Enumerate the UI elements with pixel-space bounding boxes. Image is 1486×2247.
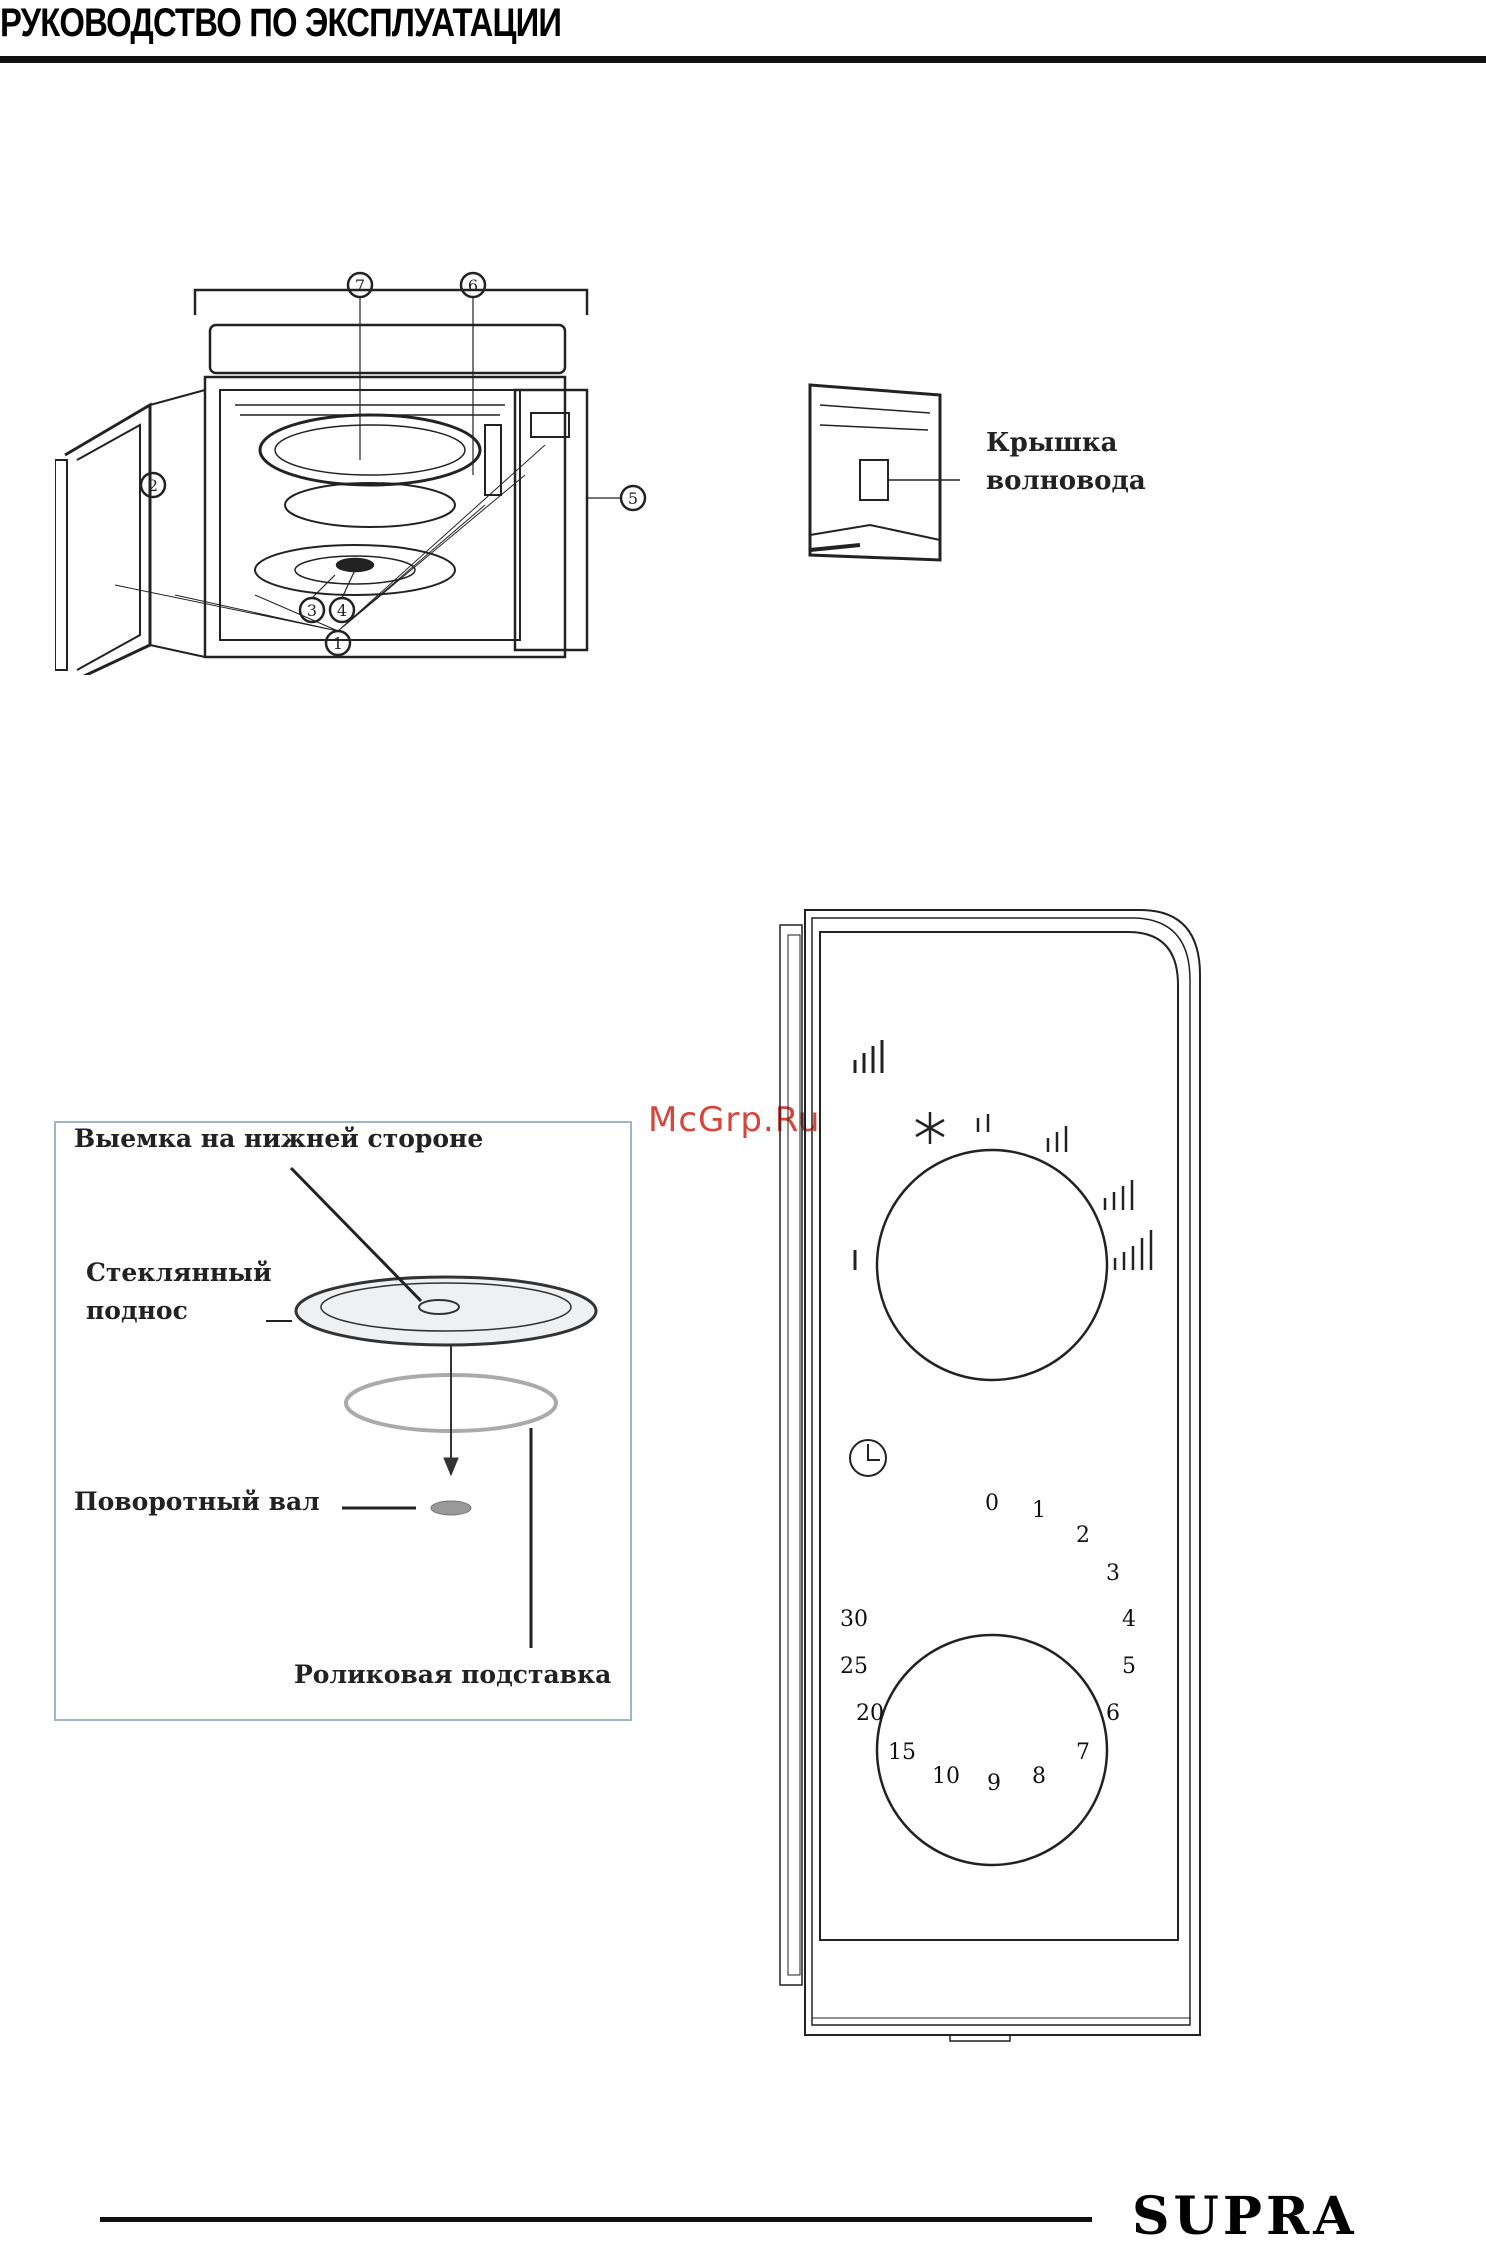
timer-mark-25: 25 <box>840 1654 868 1679</box>
timer-mark-3: 3 <box>1106 1561 1120 1586</box>
timer-mark-6: 6 <box>1106 1701 1120 1726</box>
turntable-diagram <box>56 1123 628 1717</box>
waveguide-label-line2: волновода <box>986 466 1146 496</box>
footer-divider <box>100 2217 1092 2222</box>
oven-interior-diagram: 7 6 2 5 3 4 1 <box>55 265 675 675</box>
timer-mark-10: 10 <box>932 1764 960 1789</box>
header-divider <box>0 56 1486 63</box>
timer-mark-7: 7 <box>1076 1740 1090 1765</box>
timer-mark-8: 8 <box>1032 1764 1046 1789</box>
waveguide-label-line1: Крышка <box>986 428 1117 458</box>
timer-mark-15: 15 <box>888 1740 916 1765</box>
waveguide-cover-diagram <box>800 375 960 575</box>
timer-mark-9: 9 <box>987 1771 1001 1796</box>
timer-mark-1: 1 <box>1032 1498 1046 1523</box>
callout-5: 5 <box>628 489 638 508</box>
roller-label: Роликовая подставка <box>294 1660 611 1689</box>
callout-2: 2 <box>148 476 158 495</box>
shaft-label: Поворотный вал <box>74 1487 320 1516</box>
glass-tray-label-line2: поднос <box>86 1296 188 1325</box>
timer-mark-0: 0 <box>985 1491 999 1516</box>
callout-7: 7 <box>355 276 365 295</box>
callout-3: 3 <box>307 601 317 620</box>
timer-mark-30: 30 <box>840 1607 868 1632</box>
control-panel-diagram: 0 1 2 3 4 5 6 7 8 9 10 15 20 25 30 <box>760 900 1220 2060</box>
brand-logo: SUPRA <box>1132 2191 1358 2243</box>
timer-mark-2: 2 <box>1076 1523 1090 1548</box>
recess-label: Выемка на нижней стороне <box>74 1124 483 1153</box>
page-title: РУКОВОДСТВО ПО ЭКСПЛУАТАЦИИ <box>0 0 561 46</box>
timer-mark-20: 20 <box>856 1701 884 1726</box>
callout-6: 6 <box>468 276 478 295</box>
glass-tray-label-line1: Стеклянный <box>86 1258 272 1287</box>
timer-mark-4: 4 <box>1122 1607 1136 1632</box>
callout-4: 4 <box>337 601 347 620</box>
callout-1: 1 <box>333 634 343 653</box>
timer-mark-5: 5 <box>1122 1654 1136 1679</box>
